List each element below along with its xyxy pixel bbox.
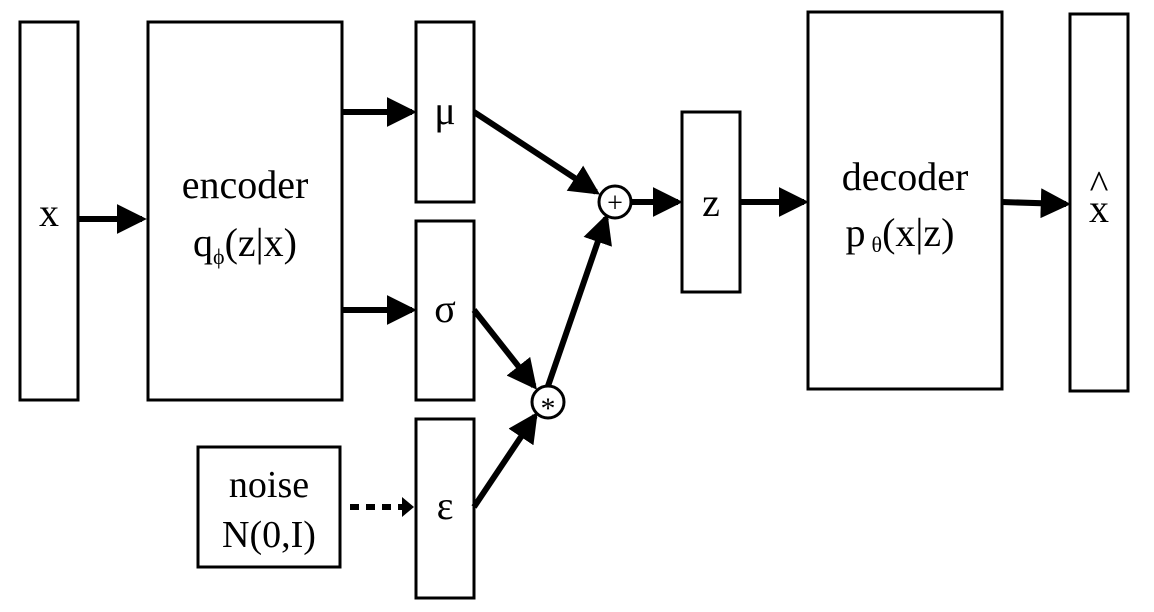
times-symbol: * [541,392,556,425]
times-operator [530,384,566,420]
mu-box [414,20,476,204]
encoder-formula: qϕ(z|x) [193,220,297,269]
noise-title: noise [229,464,309,506]
epsilon-label: ε [437,483,454,528]
encoder-title: encoder [182,162,309,207]
noise-box [196,445,342,569]
epsilon-box [414,417,476,600]
arrow-decoder-to-xhat [1001,188,1071,219]
arrow-sigma-to-times [471,308,537,390]
arrow-epsilon-to-times [471,412,538,509]
xhat-hat: ^ [1090,162,1109,207]
decoder-title: decoder [842,154,969,199]
encoder-box [146,20,344,402]
output-xhat-box [1068,12,1130,393]
sigma-label: σ [434,286,456,331]
input-x-label: x [39,190,59,235]
noise-distribution: N(0,I) [222,514,316,556]
plus-symbol: + [607,188,623,219]
z-label: z [702,180,720,225]
arrow-times-to-plus [545,213,612,387]
input-x-box [18,20,80,402]
plus-operator [597,184,633,220]
arrow-mu-to-plus [472,109,601,195]
xhat-label: x [1089,186,1109,231]
decoder-box [806,10,1004,391]
dotted-arrowhead [402,497,414,517]
sigma-box [414,219,476,402]
mu-label: μ [434,88,455,133]
